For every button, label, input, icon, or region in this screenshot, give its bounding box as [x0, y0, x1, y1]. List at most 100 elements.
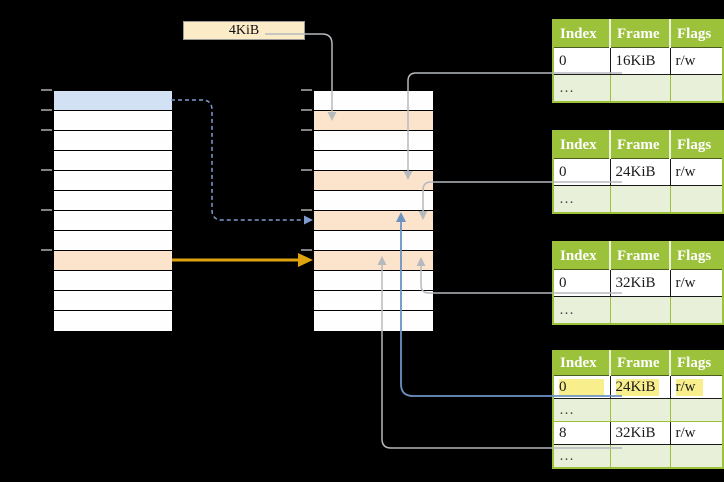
arrow-virtual0-to-physical-head	[304, 215, 313, 225]
column-header: Frame	[610, 351, 671, 376]
memory-row	[54, 291, 172, 311]
table-cell	[609, 398, 671, 422]
highlighted-value: 24KiB	[615, 378, 659, 396]
column-header: Flags	[670, 131, 723, 159]
memory-row	[54, 191, 172, 211]
memory-row	[54, 211, 172, 231]
memory-row	[314, 151, 433, 171]
memory-row	[314, 91, 433, 111]
arrow-virtual0-to-physical	[171, 99, 303, 221]
table-cell	[669, 185, 724, 214]
table-cell	[669, 296, 724, 325]
table-cell: 32KiB	[609, 421, 671, 445]
tick-mark	[301, 209, 312, 211]
page-size-label: 4KiB	[183, 21, 305, 40]
memory-row	[54, 311, 172, 331]
table-row-ellipsis: …	[552, 74, 724, 103]
table-cell: r/w	[669, 421, 724, 445]
table-cell: r/w	[669, 375, 724, 399]
memory-row	[314, 111, 433, 131]
table-cell	[669, 444, 724, 469]
tick-mark	[41, 109, 52, 111]
table-row-ellipsis: …	[552, 398, 724, 422]
table-cell: …	[552, 185, 611, 214]
table-cell: 0	[552, 269, 611, 297]
memory-row	[314, 271, 433, 291]
table-cell	[669, 74, 724, 103]
memory-row	[314, 231, 433, 251]
column-header: Flags	[670, 351, 723, 376]
memory-row	[314, 251, 433, 271]
tick-mark	[41, 89, 52, 91]
memory-row	[54, 251, 172, 271]
table-cell: r/w	[669, 158, 724, 186]
tick-mark	[41, 249, 52, 251]
tick-mark	[41, 129, 52, 131]
column-header: Frame	[610, 242, 671, 270]
highlighted-value: r/w	[675, 378, 703, 396]
table-row-ellipsis: …	[552, 185, 724, 214]
memory-row	[54, 231, 172, 251]
highlighted-value: 0	[559, 378, 604, 396]
tick-mark	[301, 109, 312, 111]
table-cell	[609, 74, 671, 103]
virtual-memory-column	[53, 90, 173, 332]
tick-mark	[41, 169, 52, 171]
table-cell: 16KiB	[609, 47, 671, 75]
table-row-ellipsis: …	[552, 444, 724, 469]
memory-row	[314, 311, 433, 331]
column-header: Frame	[610, 20, 671, 48]
memory-row	[54, 151, 172, 171]
memory-row	[54, 111, 172, 131]
table-cell	[609, 185, 671, 214]
tick-mark	[41, 209, 52, 211]
memory-row	[54, 91, 172, 111]
memory-row	[54, 171, 172, 191]
page-size-label-text: 4KiB	[228, 22, 260, 38]
memory-row	[314, 131, 433, 151]
column-header: Index	[553, 242, 611, 270]
column-header: Index	[553, 131, 611, 159]
column-header: Index	[553, 20, 611, 48]
table-cell: …	[552, 444, 611, 469]
table-row-ellipsis: …	[552, 296, 724, 325]
tick-mark	[301, 249, 312, 251]
table-cell	[669, 398, 724, 422]
table-cell: 24KiB	[609, 158, 671, 186]
memory-row	[314, 291, 433, 311]
table-cell	[609, 444, 671, 469]
table-cell: r/w	[669, 269, 724, 297]
table-cell: 32KiB	[609, 269, 671, 297]
table-cell	[609, 296, 671, 325]
column-header: Flags	[670, 242, 723, 270]
arrow-virtual8-to-physical-head	[298, 253, 313, 267]
table-cell: 0	[552, 375, 611, 399]
table-cell: 0	[552, 47, 611, 75]
memory-row	[54, 271, 172, 291]
table-cell: 8	[552, 421, 611, 445]
tick-mark	[301, 129, 312, 131]
memory-row	[314, 171, 433, 191]
tick-mark	[301, 89, 312, 91]
column-header: Index	[553, 351, 611, 376]
table-cell: 24KiB	[609, 375, 671, 399]
table-cell: 0	[552, 158, 611, 186]
table-cell: …	[552, 296, 611, 325]
physical-memory-column	[313, 90, 434, 332]
table-cell: r/w	[669, 47, 724, 75]
memory-row	[314, 191, 433, 211]
tick-mark	[301, 169, 312, 171]
table-cell: …	[552, 74, 611, 103]
memory-row	[54, 131, 172, 151]
memory-row	[314, 211, 433, 231]
column-header: Flags	[670, 20, 723, 48]
